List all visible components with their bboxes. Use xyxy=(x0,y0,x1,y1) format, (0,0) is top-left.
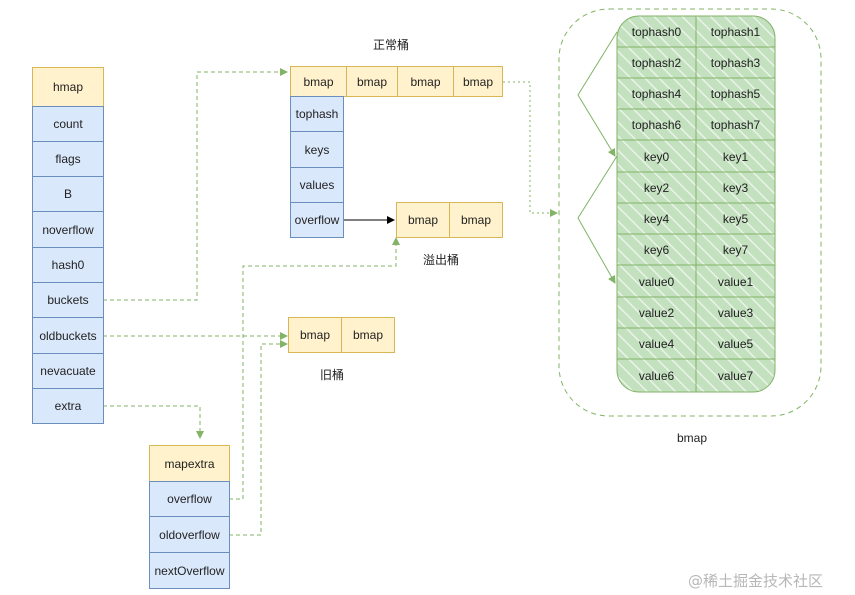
old-bucket-cell: bmap xyxy=(288,317,342,353)
normal-bucket-cell: bmap xyxy=(397,66,454,97)
bmap-detail-cell: value7 xyxy=(717,369,754,383)
bmap-field-tophash: tophash xyxy=(290,96,344,132)
mapextra-field-overflow: overflow xyxy=(149,481,230,517)
bmap-detail-cell: tophash4 xyxy=(631,87,682,101)
bmap-detail-cell: value3 xyxy=(717,306,754,320)
bmap-detail-cell: key5 xyxy=(722,212,749,226)
bmap-field-keys: keys xyxy=(290,131,344,168)
bmap-detail-cell: tophash0 xyxy=(631,25,682,39)
bmap-detail-cell: key0 xyxy=(643,149,670,164)
bmap-detail-cell: key4 xyxy=(643,212,670,226)
key-value-arrow xyxy=(577,155,618,284)
bmap-grid-lines xyxy=(617,16,775,392)
bmap-detail-cell: tophash6 xyxy=(631,118,682,132)
bmap-detail-cell: key7 xyxy=(722,243,749,257)
overflow-bucket-label: 溢出桶 xyxy=(423,253,460,267)
bmap-detail-cell: tophash3 xyxy=(710,56,761,70)
bmap-field-overflow: overflow xyxy=(290,202,344,238)
bmap-detail-cell: key2 xyxy=(643,181,670,195)
tophash-key-arrow xyxy=(577,31,618,157)
bmap-detail-cell: value4 xyxy=(638,337,675,351)
hmap-field-oldbuckets: oldbuckets xyxy=(32,317,104,354)
hmap-field-noverflow: noverflow xyxy=(32,211,104,248)
normal-bucket-cell: bmap xyxy=(453,66,503,97)
bmap-detail-cell: key1 xyxy=(722,149,749,164)
hmap-field-buckets: buckets xyxy=(32,282,104,318)
buckets-connector xyxy=(103,68,288,301)
watermark: @稀土掘金技术社区 xyxy=(688,572,824,590)
normal-bucket-cell: bmap xyxy=(346,66,398,97)
bucket-detail-connector xyxy=(503,81,558,217)
bmap-detail-container xyxy=(558,8,822,417)
mapextra-oldoverflow-connector xyxy=(229,340,288,536)
bmap-detail-cell: value0 xyxy=(638,274,675,289)
hmap-field-flags: flags xyxy=(32,141,104,177)
bmap-detail-cell: tophash5 xyxy=(710,87,761,101)
bmap-detail-cell: value2 xyxy=(638,306,675,320)
hmap-header: hmap xyxy=(32,67,104,107)
normal-bucket-label: 正常桶 xyxy=(373,38,410,52)
bmap-detail-cell: key3 xyxy=(722,181,749,195)
mapextra-overflow-connector xyxy=(229,237,400,500)
overflow-bucket-cell: bmap xyxy=(396,202,450,238)
bmap-detail-cell: tophash7 xyxy=(710,118,761,132)
hmap-field-nevacuate: nevacuate xyxy=(32,353,104,389)
bmap-detail-cell: tophash1 xyxy=(710,25,761,39)
bmap-detail-label: bmap xyxy=(677,431,708,445)
extra-connector xyxy=(103,405,204,439)
old-bucket-cell: bmap xyxy=(341,317,395,353)
mapextra-field-oldoverflow: oldoverflow xyxy=(149,516,230,553)
bmap-detail-cell: value6 xyxy=(638,369,675,383)
hmap-field-b: B xyxy=(32,176,104,212)
hmap-field-extra: extra xyxy=(32,388,104,424)
bmap-field-values: values xyxy=(290,167,344,203)
bmap-detail-cell: tophash2 xyxy=(631,56,682,70)
mapextra-header: mapextra xyxy=(149,445,230,482)
bmap-detail-cell: key6 xyxy=(643,243,670,257)
overflow-bucket-cell: bmap xyxy=(449,202,503,238)
hmap-field-count: count xyxy=(32,106,104,142)
bmap-detail-cell: value5 xyxy=(717,337,754,351)
mapextra-field-nextoverflow: nextOverflow xyxy=(149,552,230,589)
hmap-field-hash0: hash0 xyxy=(32,247,104,283)
normal-bucket-cell: bmap xyxy=(290,66,347,97)
bmap-detail-cell: value1 xyxy=(717,274,754,289)
old-bucket-label: 旧桶 xyxy=(320,368,345,382)
